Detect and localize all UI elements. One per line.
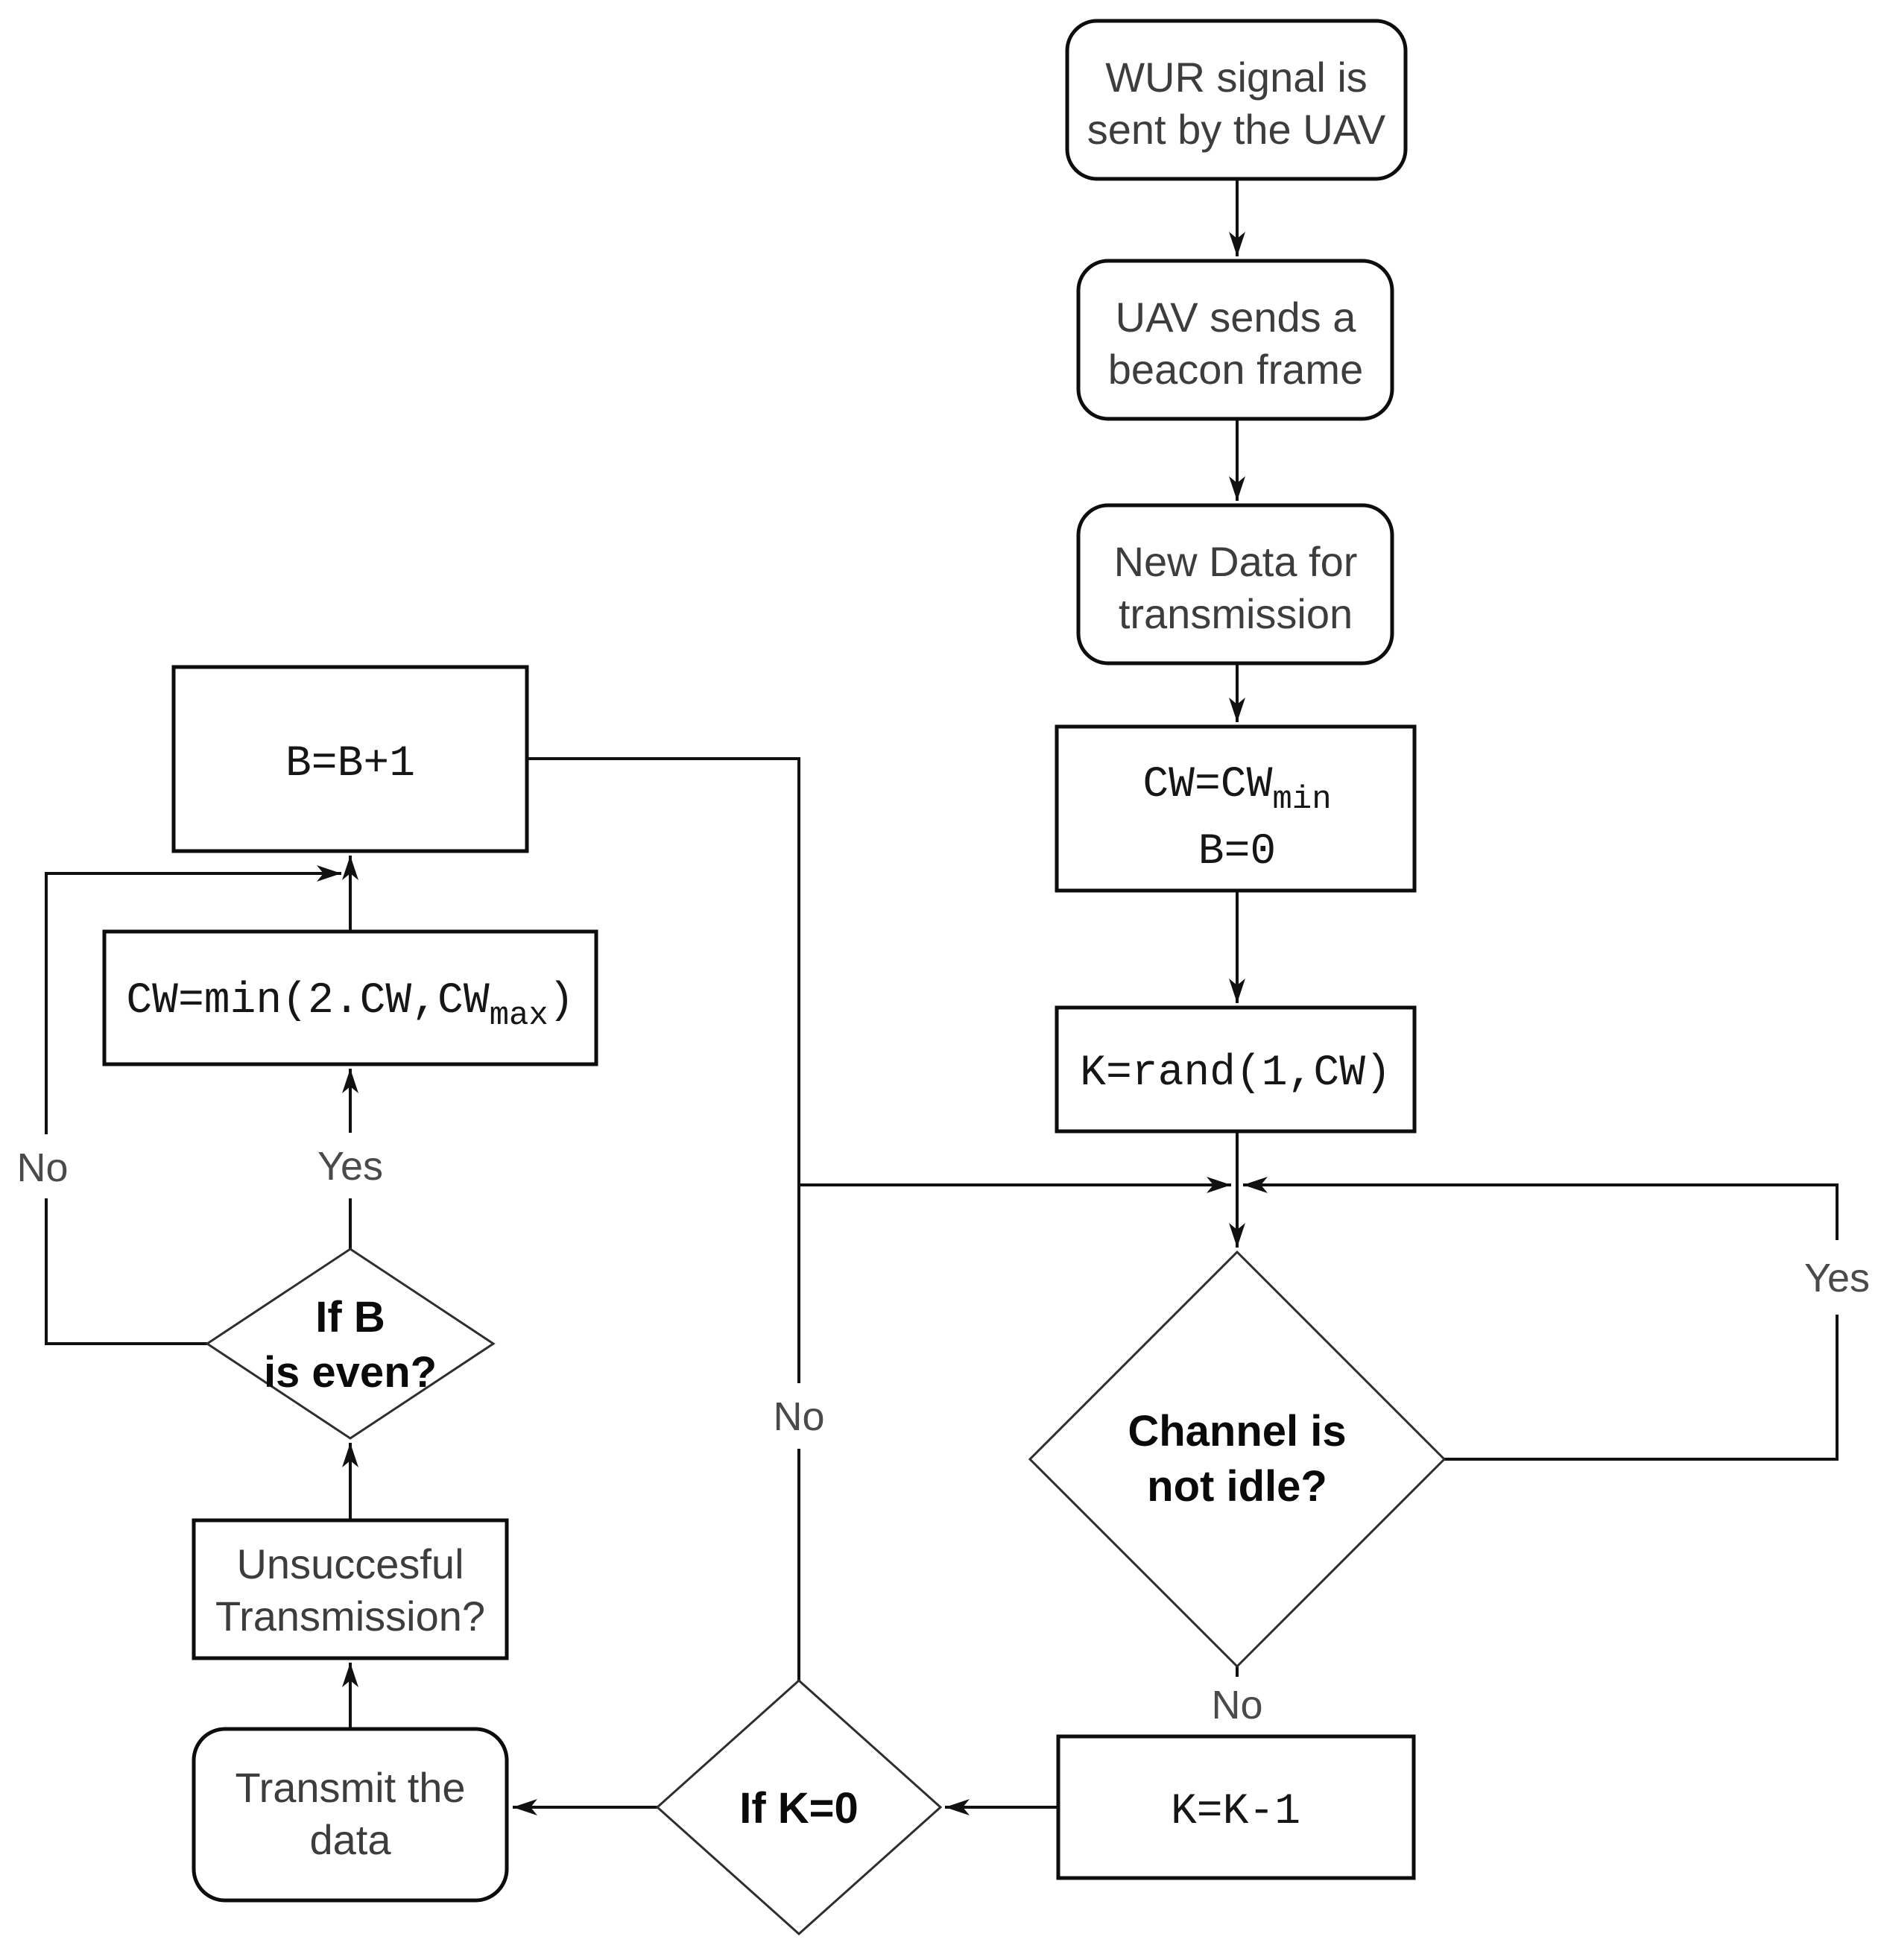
node-channel-idle-shape xyxy=(1028,1250,1447,1669)
edge-ifbeven-no-loop xyxy=(45,865,341,1345)
node-transmit-label-line1: Transmit the xyxy=(235,1764,465,1811)
node-channel-idle-label-line1: Channel is xyxy=(1128,1407,1346,1455)
node-k-rand-label: K=rand(1,CW) xyxy=(1080,1049,1391,1098)
node-if-b-even-label-line2: is even? xyxy=(264,1348,437,1397)
node-transmit-shape xyxy=(192,1727,509,1903)
cw-init-base: CW=CW xyxy=(1142,761,1272,809)
node-cw-init-label-line2: B=0 xyxy=(1198,828,1276,876)
edge-channel-yes-loop xyxy=(1243,1177,1839,1461)
node-new-data-shape xyxy=(1076,503,1394,666)
edge-label-channel-yes: Yes xyxy=(1804,1256,1870,1300)
node-k-rand-shape xyxy=(1055,1005,1417,1134)
node-cw-init-label-line1: CW=CWmin xyxy=(1142,761,1331,818)
node-beacon-shape xyxy=(1076,259,1394,421)
edge-label-channel-no: No xyxy=(1211,1683,1262,1727)
node-k-decrement-label: K=K-1 xyxy=(1171,1788,1300,1836)
node-unsuccessful-label-line1: Unsuccesful xyxy=(236,1540,464,1587)
node-unsuccessful-shape xyxy=(192,1518,509,1660)
node-unsuccessful: Unsuccesful Transmission? xyxy=(192,1518,509,1660)
node-cw-init: CW=CWmin B=0 xyxy=(1055,724,1417,893)
node-b-increment-shape xyxy=(171,665,529,853)
node-beacon: UAV sends a beacon frame xyxy=(1076,259,1394,421)
node-cw-update: CW=min(2.CW,CWmax) xyxy=(102,929,598,1066)
node-wur-signal-label-line2: sent by the UAV xyxy=(1087,106,1386,153)
node-if-k-zero-shape xyxy=(655,1678,943,1936)
node-wur-signal-label-line1: WUR signal is xyxy=(1105,54,1368,101)
node-unsuccessful-label-line2: Transmission? xyxy=(215,1593,485,1640)
node-cw-init-shape xyxy=(1055,724,1417,893)
node-transmit: Transmit the data xyxy=(192,1727,509,1903)
node-if-b-even-label-line1: If B xyxy=(315,1293,385,1341)
node-transmit-label-line2: data xyxy=(310,1816,392,1863)
node-beacon-label-line2: beacon frame xyxy=(1108,346,1363,393)
node-new-data-label-line2: transmission xyxy=(1119,590,1353,637)
edge-label-if-b-even-no: No xyxy=(16,1145,68,1190)
node-beacon-label-line1: UAV sends a xyxy=(1116,294,1357,341)
edge-bincrement-to-loop xyxy=(527,757,800,1185)
node-cw-update-shape xyxy=(102,929,598,1066)
node-cw-update-label: CW=min(2.CW,CWmax) xyxy=(126,977,574,1034)
node-new-data-label-line1: New Data for xyxy=(1114,538,1358,585)
node-wur-signal-shape xyxy=(1065,19,1408,181)
node-wur-signal: WUR signal is sent by the UAV xyxy=(1065,19,1408,181)
label-mask xyxy=(3,1134,83,1198)
node-k-decrement: K=K-1 xyxy=(1056,1734,1416,1880)
label-mask xyxy=(757,1383,841,1449)
cw-update-subscript: max xyxy=(490,997,549,1034)
cw-init-subscript: min xyxy=(1272,781,1331,818)
label-mask xyxy=(307,1133,393,1198)
node-channel-idle-label-line2: not idle? xyxy=(1147,1462,1327,1511)
edge-label-if-b-even-yes: Yes xyxy=(317,1144,383,1189)
label-mask xyxy=(1195,1677,1279,1732)
node-if-b-even-shape xyxy=(205,1248,496,1440)
node-if-k-zero: If K=0 xyxy=(655,1678,943,1936)
node-channel-idle: Channel is not idle? xyxy=(1028,1250,1447,1669)
node-if-b-even: If B is even? xyxy=(205,1248,496,1440)
cw-update-base: CW=min(2.CW,CW xyxy=(126,977,489,1025)
node-b-increment: B=B+1 xyxy=(171,665,529,853)
node-k-rand: K=rand(1,CW) xyxy=(1055,1005,1417,1134)
node-b-increment-label: B=B+1 xyxy=(285,740,415,788)
label-mask xyxy=(1793,1240,1881,1315)
cw-update-tail: ) xyxy=(549,977,575,1025)
node-if-k-zero-label: If K=0 xyxy=(739,1784,859,1833)
edge-label-if-k-zero-no: No xyxy=(773,1394,824,1439)
node-k-decrement-shape xyxy=(1056,1734,1416,1880)
node-new-data: New Data for transmission xyxy=(1076,503,1394,666)
